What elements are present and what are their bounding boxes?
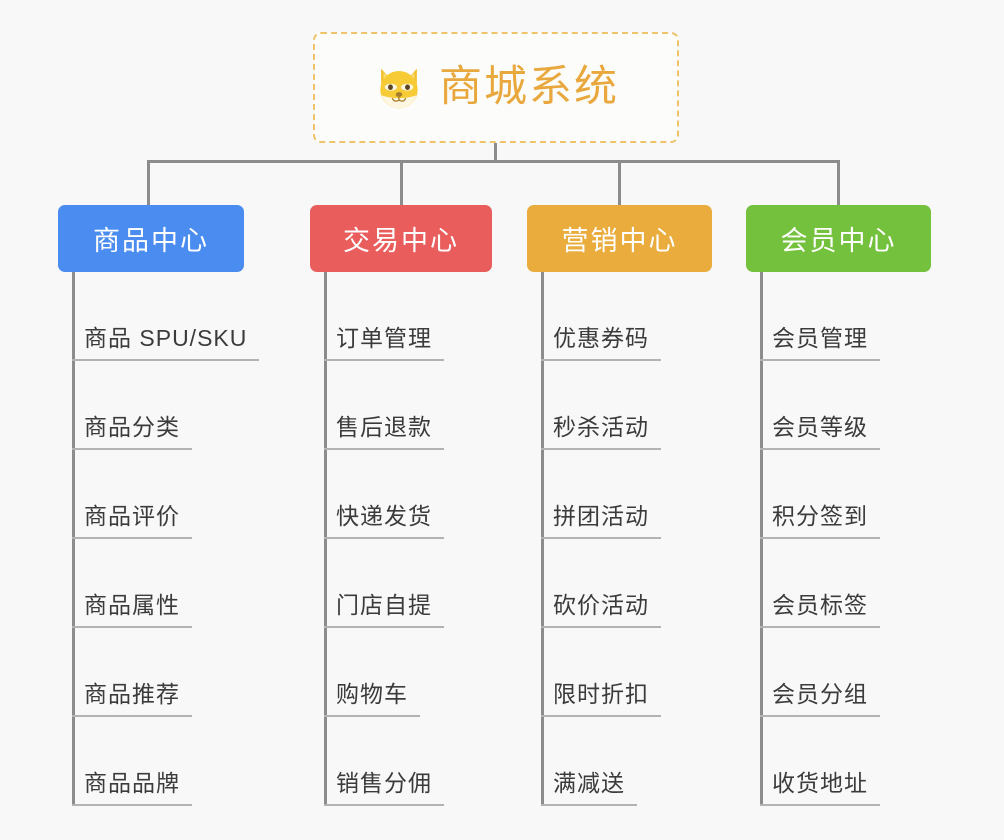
shiba-dog-face-icon	[373, 62, 425, 114]
leaf-item[interactable]: 商品推荐	[72, 628, 259, 717]
branch-column-4: 会员中心 会员管理 会员等级 积分签到 会员标签 会员分组 收货地址	[746, 205, 931, 806]
leaf-label: 商品属性	[72, 592, 192, 628]
leaf-item[interactable]: 优惠券码	[541, 272, 661, 361]
leaf-item[interactable]: 商品属性	[72, 539, 259, 628]
leaf-label: 会员管理	[760, 325, 880, 361]
leaf-label: 商品推荐	[72, 681, 192, 717]
branch-trunk-4	[760, 272, 763, 806]
leaf-item[interactable]: 限时折扣	[541, 628, 661, 717]
leaf-item[interactable]: 收货地址	[760, 717, 880, 806]
leaf-label: 商品分类	[72, 414, 192, 450]
leaf-list-2: 订单管理 售后退款 快递发货 门店自提 购物车 销售分佣	[324, 272, 444, 806]
connector-drop-stem-3	[618, 160, 621, 206]
leaf-label: 会员分组	[760, 681, 880, 717]
leaf-list-3: 优惠券码 秒杀活动 拼团活动 砍价活动 限时折扣 满减送	[541, 272, 661, 806]
leaf-label: 购物车	[324, 681, 420, 717]
leaf-label: 收货地址	[760, 770, 880, 806]
branch-trunk-3	[541, 272, 544, 806]
leaf-item[interactable]: 砍价活动	[541, 539, 661, 628]
leaf-label: 商品品牌	[72, 770, 192, 806]
leaf-label: 砍价活动	[541, 592, 661, 628]
leaf-item[interactable]: 商品评价	[72, 450, 259, 539]
branch-header-label: 会员中心	[780, 226, 897, 256]
branch-header-2[interactable]: 交易中心	[310, 205, 492, 272]
leaf-list-4: 会员管理 会员等级 积分签到 会员标签 会员分组 收货地址	[760, 272, 880, 806]
leaf-label: 商品 SPU/SKU	[72, 325, 260, 361]
leaf-item[interactable]: 购物车	[324, 628, 444, 717]
leaf-item[interactable]: 会员分组	[760, 628, 880, 717]
branch-header-label: 交易中心	[343, 226, 459, 256]
leaf-item[interactable]: 商品 SPU/SKU	[72, 272, 260, 361]
branch-column-3: 营销中心 优惠券码 秒杀活动 拼团活动 砍价活动 限时折扣 满减送	[527, 205, 712, 806]
leaf-item[interactable]: 售后退款	[324, 361, 444, 450]
branch-trunk-2	[324, 272, 327, 806]
leaf-label: 订单管理	[324, 325, 444, 361]
branch-header-3[interactable]: 营销中心	[527, 205, 712, 272]
leaf-item[interactable]: 秒杀活动	[541, 361, 661, 450]
leaf-item[interactable]: 会员标签	[760, 539, 880, 628]
leaf-item[interactable]: 满减送	[541, 717, 661, 806]
branch-header-label: 营销中心	[561, 226, 678, 256]
branch-header-1[interactable]: 商品中心	[58, 205, 244, 272]
connector-root-stem	[494, 143, 497, 162]
leaf-label: 积分签到	[760, 503, 880, 539]
branch-column-1: 商品中心 商品 SPU/SKU 商品分类 商品评价 商品属性 商品推荐 商品品牌	[58, 205, 260, 806]
branch-header-4[interactable]: 会员中心	[746, 205, 931, 272]
leaf-item[interactable]: 商品分类	[72, 361, 259, 450]
leaf-label: 会员标签	[760, 592, 880, 628]
connector-drop-stem-2	[400, 160, 403, 206]
connector-drop-stem-1	[147, 160, 150, 206]
root-node[interactable]: 商城系统	[313, 32, 679, 143]
leaf-item[interactable]: 订单管理	[324, 272, 444, 361]
leaf-item[interactable]: 会员管理	[760, 272, 880, 361]
leaf-label: 会员等级	[760, 414, 880, 450]
leaf-item[interactable]: 门店自提	[324, 539, 444, 628]
connector-horizontal-bus	[147, 160, 840, 163]
leaf-label: 快递发货	[324, 503, 444, 539]
leaf-label: 销售分佣	[324, 770, 444, 806]
leaf-label: 优惠券码	[541, 325, 661, 361]
leaf-label: 拼团活动	[541, 503, 661, 539]
leaf-label: 售后退款	[324, 414, 444, 450]
leaf-label: 满减送	[541, 770, 637, 806]
leaf-list-1: 商品 SPU/SKU 商品分类 商品评价 商品属性 商品推荐 商品品牌	[72, 272, 260, 806]
branch-header-label: 商品中心	[93, 226, 209, 256]
leaf-item[interactable]: 拼团活动	[541, 450, 661, 539]
leaf-item[interactable]: 会员等级	[760, 361, 880, 450]
branch-column-2: 交易中心 订单管理 售后退款 快递发货 门店自提 购物车 销售分佣	[310, 205, 492, 806]
branch-trunk-1	[72, 272, 75, 806]
root-title: 商城系统	[439, 63, 619, 111]
leaf-label: 商品评价	[72, 503, 192, 539]
connector-drop-stem-4	[837, 160, 840, 206]
leaf-item[interactable]: 商品品牌	[72, 717, 259, 806]
leaf-item[interactable]: 销售分佣	[324, 717, 444, 806]
leaf-label: 门店自提	[324, 592, 444, 628]
leaf-item[interactable]: 积分签到	[760, 450, 880, 539]
leaf-item[interactable]: 快递发货	[324, 450, 444, 539]
leaf-label: 秒杀活动	[541, 414, 661, 450]
leaf-label: 限时折扣	[541, 681, 661, 717]
